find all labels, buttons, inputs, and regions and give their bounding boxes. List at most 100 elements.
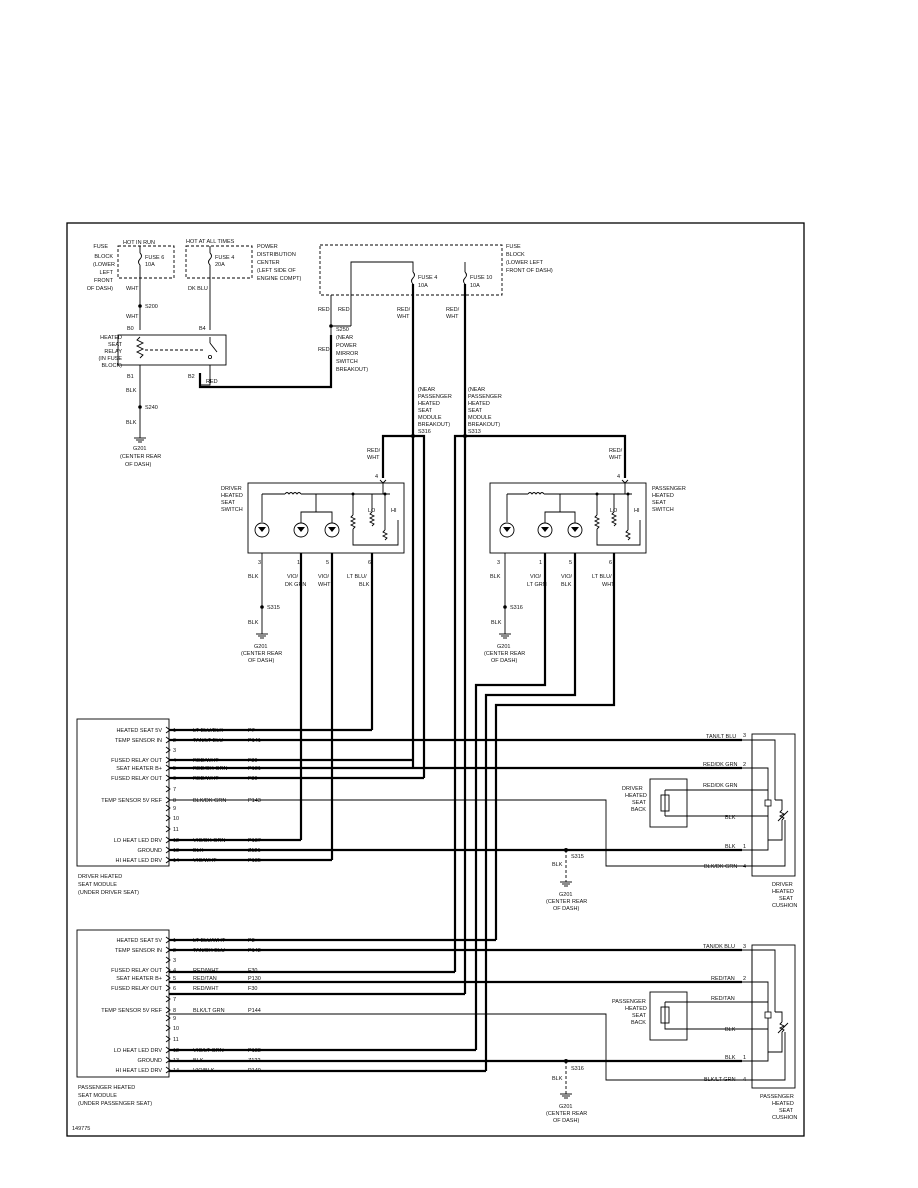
svg-text:SEAT MODULE: SEAT MODULE [78, 882, 117, 888]
svg-text:VIO/: VIO/ [318, 574, 329, 580]
svg-text:SWITCH: SWITCH [652, 507, 674, 513]
svg-text:LEFT: LEFT [100, 270, 114, 276]
svg-text:(UNDER PASSENGER SEAT): (UNDER PASSENGER SEAT) [78, 1101, 152, 1107]
svg-text:MIRROR: MIRROR [336, 351, 358, 357]
svg-text:BLK: BLK [552, 862, 563, 868]
svg-text:BLK: BLK [561, 582, 572, 588]
svg-text:BLK: BLK [359, 582, 370, 588]
svg-text:SEAT: SEAT [221, 500, 236, 506]
svg-text:RED/DK GRN: RED/DK GRN [703, 783, 738, 789]
module-row-wire: RED/WHT [193, 986, 219, 992]
svg-text:4: 4 [617, 474, 620, 480]
svg-text:FRONT: FRONT [94, 278, 114, 284]
module-row-pin: 8 [173, 1008, 176, 1014]
module-row-pin: 11 [173, 827, 179, 833]
svg-text:HEATED: HEATED [625, 1006, 647, 1012]
module-row-pin: 9 [173, 1016, 176, 1022]
svg-text:S316: S316 [418, 429, 431, 435]
svg-text:20A: 20A [215, 262, 225, 268]
svg-text:VIO/: VIO/ [530, 574, 541, 580]
svg-text:OF DASH): OF DASH) [553, 906, 579, 912]
fuse-block-left: HOT IN RUN FUSE BLOCK (LOWER LEFT FRONT … [87, 240, 175, 330]
svg-text:PASSENGER: PASSENGER [418, 394, 452, 400]
module-row-fn: LO HEAT LED DRV [114, 838, 163, 844]
svg-text:BLK: BLK [126, 420, 137, 426]
heated-seat-relay: HEATED SEAT RELAY (IN FUSE BLOCK) B0 B4 … [98, 326, 333, 468]
svg-text:(NEAR: (NEAR [418, 387, 435, 393]
svg-text:6: 6 [609, 560, 612, 566]
module-row-pin: 3 [173, 748, 176, 754]
svg-text:LT GRN: LT GRN [527, 582, 547, 588]
svg-text:10A: 10A [470, 283, 480, 289]
driver-module-wires: S315 BLK G201 (CENTER REAR OF DASH) [169, 728, 742, 912]
svg-text:BLK: BLK [491, 620, 502, 626]
red-wht-feeds: RED/ WHT RED/ WHT (NEAR PASSENGER HEATED… [381, 284, 627, 994]
module-row-circuit: P130 [248, 976, 261, 982]
svg-text:WHT: WHT [126, 286, 139, 292]
svg-text:G201: G201 [133, 446, 146, 452]
relay-switch-icon [209, 342, 218, 353]
svg-text:10A: 10A [418, 283, 428, 289]
svg-text:5: 5 [569, 560, 572, 566]
svg-text:(CENTER REAR: (CENTER REAR [241, 651, 282, 657]
svg-text:(NEAR: (NEAR [468, 387, 485, 393]
module-row-fn: GROUND [138, 1058, 162, 1064]
svg-text:6: 6 [368, 560, 371, 566]
svg-text:CENTER: CENTER [257, 260, 280, 266]
svg-text:SEAT: SEAT [418, 408, 433, 414]
svg-text:S240: S240 [145, 405, 158, 411]
svg-text:G201: G201 [559, 892, 572, 898]
svg-text:10A: 10A [145, 262, 155, 268]
svg-text:BLOCK: BLOCK [506, 252, 525, 258]
temp-sensor-icon [778, 809, 786, 821]
svg-text:HI: HI [634, 508, 640, 514]
heater-element-icon [660, 794, 670, 812]
module-row-fn: LO HEAT LED DRV [114, 1048, 163, 1054]
module-row-fn: FUSED RELAY OUT [111, 986, 162, 992]
svg-text:4: 4 [743, 864, 746, 870]
fuse-10-icon [463, 271, 467, 285]
module-row-pin: 3 [173, 958, 176, 964]
power-distribution-center: HOT AT ALL TIMES POWER DISTRIBUTION CENT… [185, 239, 301, 330]
driver-heated-seat-cushion: TAN/LT BLU RED/DK GRN RED/DK GRN BLK BLK… [622, 733, 797, 909]
svg-text:DRIVER HEATED: DRIVER HEATED [78, 874, 122, 880]
svg-text:MODULE: MODULE [418, 415, 442, 421]
svg-text:LT BLU/: LT BLU/ [592, 574, 612, 580]
svg-text:1: 1 [297, 560, 300, 566]
svg-text:3: 3 [258, 560, 261, 566]
svg-text:BACK: BACK [631, 807, 646, 813]
svg-text:VIO/: VIO/ [561, 574, 572, 580]
svg-text:S200: S200 [145, 304, 158, 310]
temp-sensor-icon [778, 1021, 786, 1033]
module-row-pin: 7 [173, 997, 176, 1003]
svg-text:WHT: WHT [602, 582, 615, 588]
svg-text:2: 2 [743, 762, 746, 768]
module-row-fn: SEAT HEATER B+ [116, 976, 162, 982]
svg-text:HEATED: HEATED [625, 793, 647, 799]
fuse-4-icon [208, 252, 212, 266]
module-row-wire: BLK/LT GRN [193, 1008, 225, 1014]
svg-text:DRIVER: DRIVER [622, 786, 643, 792]
svg-text:HEATED: HEATED [221, 493, 243, 499]
svg-text:SEAT: SEAT [779, 896, 794, 902]
svg-text:RED/: RED/ [609, 448, 623, 454]
svg-text:CUSHION: CUSHION [772, 1115, 797, 1121]
svg-text:CUSHION: CUSHION [772, 903, 797, 909]
svg-text:PASSENGER: PASSENGER [760, 1094, 794, 1100]
module-row-fn: HI HEAT LED DRV [116, 1068, 163, 1074]
figure-id: 149775 [72, 1126, 90, 1132]
svg-text:G201: G201 [254, 644, 267, 650]
ground-icon [499, 633, 511, 639]
svg-text:1: 1 [743, 1055, 746, 1061]
module-row-fn: SEAT HEATER B+ [116, 766, 162, 772]
module-row-fn: TEMP SENSOR 5V REF [101, 1008, 162, 1014]
svg-text:4: 4 [375, 474, 378, 480]
module-row-pin: 10 [173, 816, 179, 822]
svg-text:G201: G201 [497, 644, 510, 650]
module-row-circuit: F30 [248, 986, 257, 992]
svg-text:ENGINE COMPT): ENGINE COMPT) [257, 276, 301, 282]
module-row-circuit: P144 [248, 1008, 261, 1014]
svg-text:FUSE 10: FUSE 10 [470, 275, 492, 281]
svg-text:(LOWER LEFT: (LOWER LEFT [506, 260, 544, 266]
svg-text:(IN FUSE: (IN FUSE [98, 356, 122, 362]
